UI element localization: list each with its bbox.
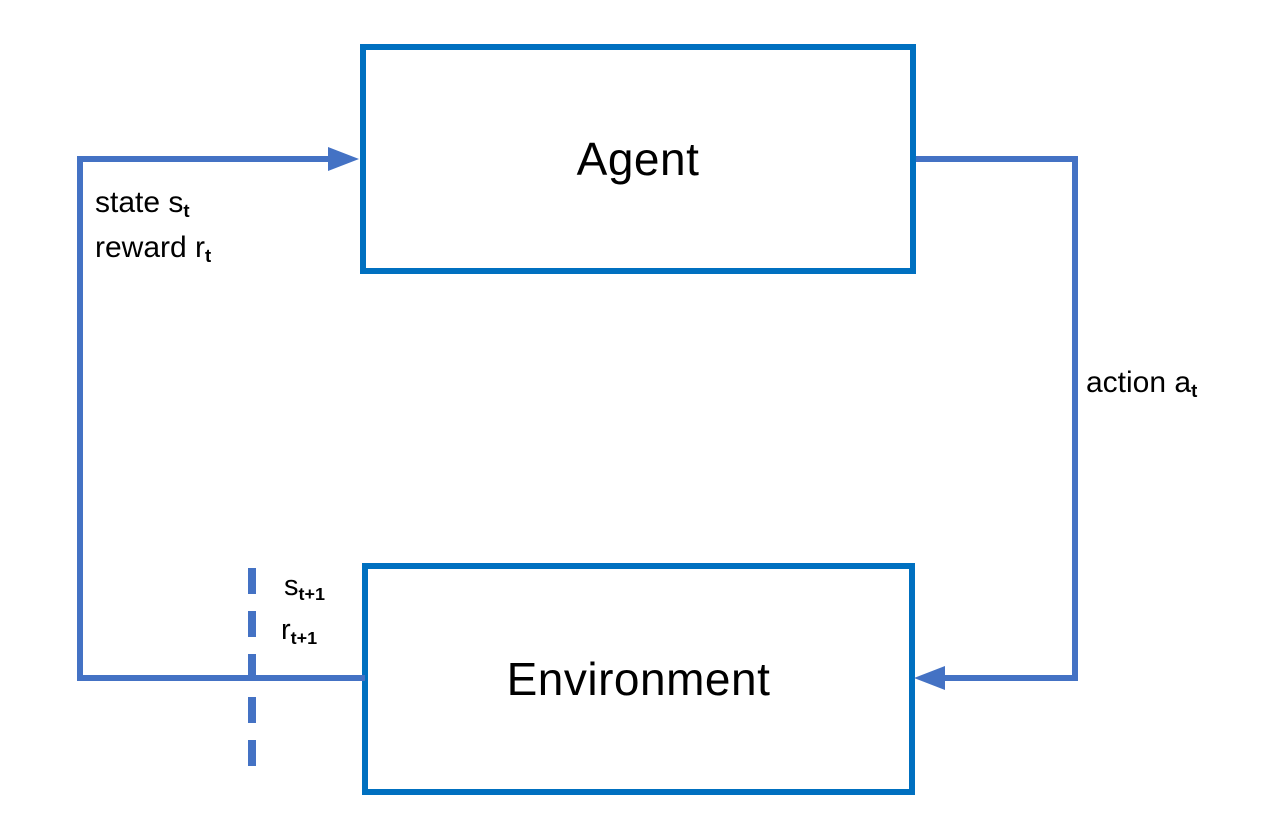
next-reward-label-subscript: t+1 <box>290 628 318 649</box>
reward-label-subscript: t <box>205 245 212 267</box>
state-reward-edge-left-segment <box>77 156 83 681</box>
action-edge-label: action at <box>1086 366 1197 400</box>
state-edge-label: state st <box>95 186 190 220</box>
action-label-base: action a <box>1086 366 1192 399</box>
action-label-subscript: t <box>1191 380 1198 402</box>
next-state-label-base: s <box>284 570 299 602</box>
arrowhead-into-agent-icon <box>328 147 359 171</box>
action-edge-bottom-segment <box>944 675 1078 681</box>
next-reward-label: rt+1 <box>281 614 317 647</box>
action-edge-top-segment <box>916 156 1078 162</box>
state-reward-edge-bottom-segment <box>77 675 365 681</box>
state-label-base: state s <box>95 186 184 219</box>
action-edge-right-segment <box>1072 156 1078 681</box>
environment-node: Environment <box>362 563 915 795</box>
reward-label-base: reward r <box>95 231 206 264</box>
agent-node: Agent <box>360 44 916 274</box>
state-label-subscript: t <box>183 200 190 222</box>
next-state-label-subscript: t+1 <box>298 584 325 605</box>
state-reward-edge-top-segment <box>77 156 330 162</box>
reward-edge-label: reward rt <box>95 231 211 265</box>
agent-node-label: Agent <box>576 133 700 185</box>
arrowhead-into-environment-icon <box>914 666 945 690</box>
environment-node-label: Environment <box>506 653 771 705</box>
time-step-boundary-dashed-line <box>248 568 256 780</box>
next-state-label: st+1 <box>284 570 325 603</box>
next-reward-label-base: r <box>281 614 291 646</box>
